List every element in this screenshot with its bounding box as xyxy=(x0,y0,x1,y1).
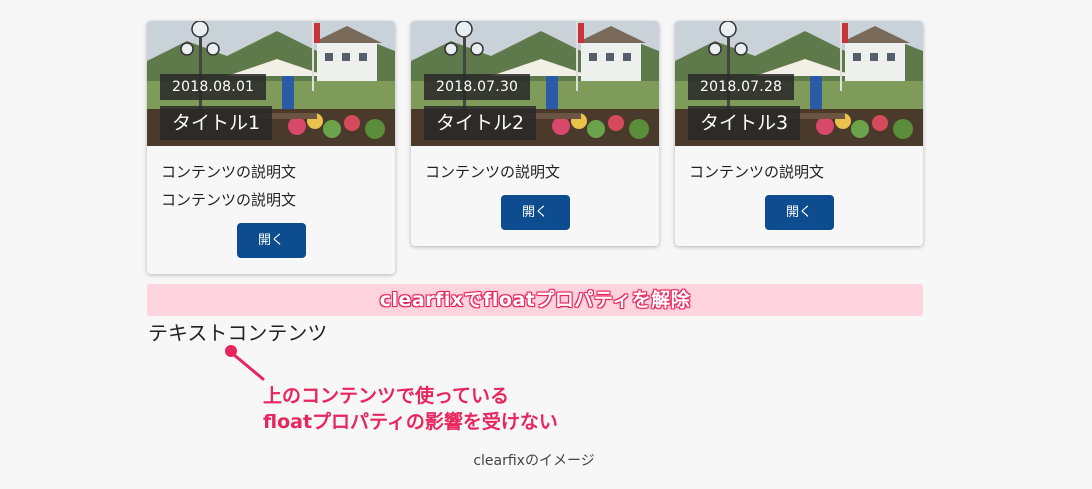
card-title: タイトル1 xyxy=(160,106,273,140)
open-button[interactable]: 開く xyxy=(500,195,570,230)
card-date: 2018.08.01 xyxy=(160,74,267,100)
card-description: コンテンツの説明文 xyxy=(411,146,659,186)
card: 2018.07.30 タイトル2 コンテンツの説明文 開く xyxy=(411,21,659,246)
open-button[interactable]: 開く xyxy=(236,223,306,258)
card-date: 2018.07.28 xyxy=(688,74,795,100)
card-list: 2018.08.01 タイトル1 コンテンツの説明文 コンテンツの説明文 開く xyxy=(147,21,923,281)
card-description-line: コンテンツの説明文 xyxy=(689,163,825,181)
text-content: テキストコンテンツ xyxy=(148,321,328,345)
annotation-note-line: floatプロパティの影響を受けない xyxy=(263,411,558,433)
card-description-line: コンテンツの説明文 xyxy=(161,191,297,209)
card-description-line: コンテンツの説明文 xyxy=(161,163,297,181)
annotation-note-line: 上のコンテンツで使っている xyxy=(263,385,510,407)
clearfix-banner: clearfixでfloatプロパティを解除 xyxy=(147,284,923,316)
open-button[interactable]: 開く xyxy=(764,195,834,230)
card-thumbnail: 2018.07.30 タイトル2 xyxy=(411,21,659,146)
card-thumbnail: 2018.07.28 タイトル3 xyxy=(675,21,923,146)
card-thumbnail: 2018.08.01 タイトル1 xyxy=(147,21,395,146)
annotation-pointer-icon xyxy=(225,345,265,381)
card-title: タイトル2 xyxy=(424,106,537,140)
card-description: コンテンツの説明文 コンテンツの説明文 xyxy=(147,146,395,214)
card-title: タイトル3 xyxy=(688,106,801,140)
card-date: 2018.07.30 xyxy=(424,74,531,100)
image-caption: clearfixのイメージ xyxy=(473,453,595,469)
card-description-line: コンテンツの説明文 xyxy=(425,163,561,181)
annotation-note: 上のコンテンツで使っている floatプロパティの影響を受けない xyxy=(263,383,558,435)
card: 2018.07.28 タイトル3 コンテンツの説明文 開く xyxy=(675,21,923,246)
card: 2018.08.01 タイトル1 コンテンツの説明文 コンテンツの説明文 開く xyxy=(147,21,395,274)
card-description: コンテンツの説明文 xyxy=(675,146,923,186)
